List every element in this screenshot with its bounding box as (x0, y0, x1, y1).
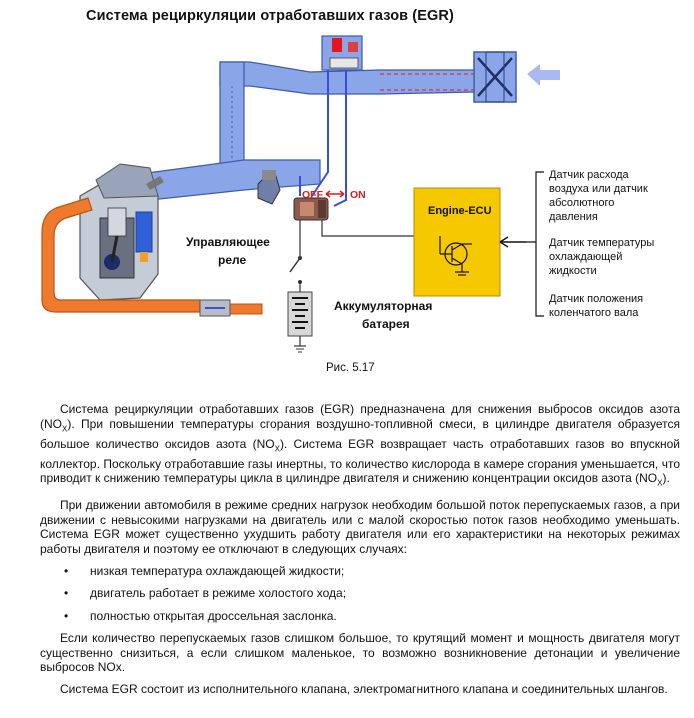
paragraph-2: При движении автомобиля в режиме средних… (40, 498, 680, 556)
sensor-1-line-1: Датчик расхода (549, 169, 630, 181)
relay-label-line2: реле (218, 253, 246, 267)
bullet-icon: • (64, 608, 69, 623)
sensor-1-line-4: давления (549, 211, 598, 223)
transistor-icon (439, 236, 472, 276)
egr-pressure-line (311, 70, 329, 197)
engine-block (79, 163, 164, 301)
page-title: Система рециркуляции отработавших газов … (86, 8, 454, 24)
off-on-arrow-icon (325, 190, 345, 198)
sensor-bracket (526, 171, 544, 317)
sensor-2-line-1: Датчик температуры (549, 237, 654, 249)
exhaust-tail (229, 303, 263, 315)
intake-manifold-duct (139, 159, 321, 201)
off-label: OFF (302, 189, 324, 201)
ecu-input-arrow-icon (499, 236, 526, 248)
bullet-icon: • (64, 563, 69, 578)
airflow-meter (321, 35, 363, 71)
paragraph-3: Если количество перепускаемых газов слиш… (40, 631, 680, 675)
sensor-3-line-2: коленчатого вала (549, 307, 639, 319)
egr-valve (257, 170, 281, 205)
battery (287, 291, 313, 353)
battery-label-line1: Аккумуляторная (334, 299, 432, 313)
sensor-3-line-1: Датчик положения (549, 293, 643, 305)
sensor-1-line-3: абсолютного (549, 197, 614, 209)
bullet-icon: • (64, 586, 69, 601)
ecu-label: Engine-ECU (428, 205, 492, 217)
bullet-list: •низкая температура охлаждающей жидкости… (40, 564, 680, 624)
figure-caption: Рис. 5.17 (326, 362, 375, 374)
control-relay (289, 256, 302, 292)
relay-label-line1: Управляющее (186, 235, 270, 249)
paragraph-4: Система EGR состоит из исполнительного к… (60, 682, 668, 697)
battery-label-line2: батарея (362, 317, 410, 331)
list-item: •низкая температура охлаждающей жидкости… (64, 563, 345, 578)
catalytic-converter (199, 299, 231, 317)
list-item: •двигатель работает в режиме холостого х… (64, 586, 347, 601)
intake-riser (219, 61, 245, 177)
sensor-2-line-2: охлаждающей (549, 251, 622, 263)
on-label: ON (350, 189, 366, 201)
paragraph-1: Система рециркуляции отработавших газов … (40, 402, 680, 488)
air-filter (473, 51, 517, 103)
engine-ecu: Engine-ECU (413, 187, 501, 297)
solenoid-valve (293, 197, 329, 221)
body-text: Система рециркуляции отработавших газов … (40, 402, 680, 704)
sensor-2-line-3: жидкости (549, 265, 597, 277)
signal-wire (321, 220, 414, 237)
egr-diagram: OFF ON У (41, 35, 654, 353)
list-item: •полностью открытая дроссельная заслонка… (64, 608, 337, 623)
intake-arrow-icon (527, 64, 560, 86)
sensor-list: Датчик расхода воздуха или датчик абсолю… (549, 169, 654, 319)
sensor-1-line-2: воздуха или датчик (549, 183, 648, 195)
